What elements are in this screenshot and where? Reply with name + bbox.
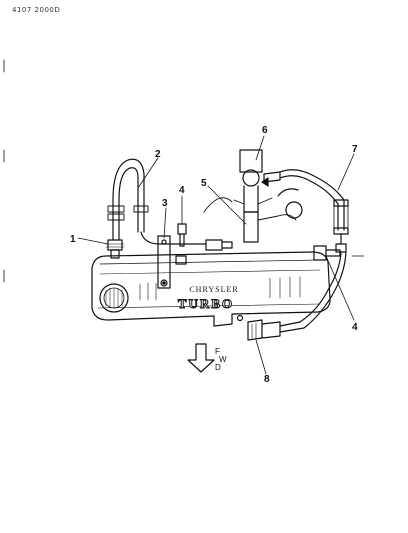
callout-2: 2 (155, 149, 161, 160)
callout-4-upper: 4 (179, 185, 185, 196)
oil-return-tube (279, 169, 349, 333)
callout-3: 3 (162, 198, 168, 209)
direction-letter-f: F (215, 347, 220, 356)
callout-6: 6 (262, 125, 268, 136)
direction-letter-d: D (215, 363, 221, 372)
tube-bracket (157, 235, 171, 289)
leader-lines (77, 135, 355, 375)
callout-5: 5 (201, 178, 207, 189)
callout-7: 7 (352, 144, 358, 155)
forward-arrow (187, 343, 215, 373)
cover-brand-small: CHRYSLER (189, 285, 238, 294)
callout-8: 8 (264, 374, 270, 385)
bracket-bolt (175, 223, 187, 265)
turbo-center-housing (203, 149, 303, 243)
return-fitting (247, 319, 281, 341)
oil-feed-hose (107, 158, 233, 251)
callout-4-lower: 4 (352, 322, 358, 333)
cover-brand-large: TURBO (178, 296, 234, 311)
direction-letter-w: W (219, 355, 227, 364)
valve-cover (91, 251, 331, 327)
diagram-code: 4107 2000D (12, 6, 61, 14)
callout-1: 1 (70, 234, 76, 245)
oil-supply-fitting (105, 239, 125, 259)
return-line-bolt (313, 245, 365, 261)
